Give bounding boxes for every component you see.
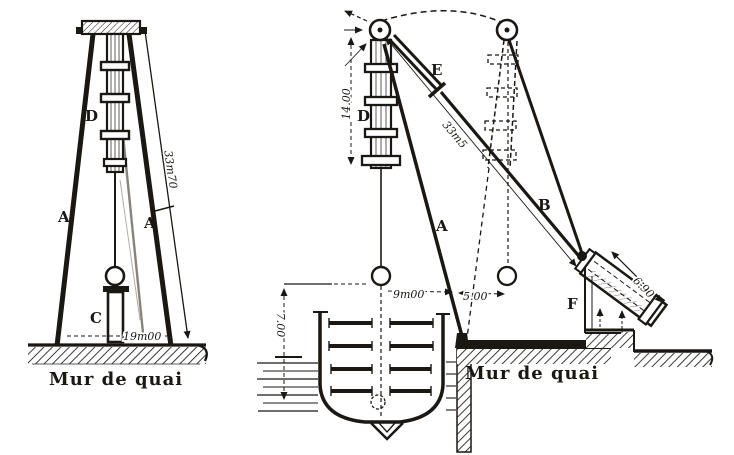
- right-leg: [126, 33, 174, 347]
- tilted-mast-collar: [486, 87, 518, 98]
- mast-collar: [363, 95, 399, 107]
- quay-hatching: [28, 347, 206, 364]
- label-left-leg: A: [57, 208, 70, 226]
- back-guy-line: [119, 179, 141, 321]
- pulley-hub: [377, 27, 383, 33]
- tilted-mast-axis: [466, 167, 490, 339]
- step-lower-hatch: [634, 353, 712, 367]
- tilted-hoist-ball: [496, 265, 518, 287]
- label-right-leg: A: [143, 214, 156, 232]
- water-lines-right: [446, 361, 456, 411]
- label-column: D: [85, 107, 98, 125]
- quay-end-hook: [196, 343, 208, 362]
- swing-arc-dashed: [371, 10, 504, 25]
- ram-body: [106, 290, 125, 344]
- quay-top-edge: [457, 340, 611, 349]
- keel: [370, 422, 404, 441]
- dim-height: 19m00: [123, 330, 161, 343]
- ram-cap: [103, 286, 129, 292]
- figure-left-tripod: A A D C 33m70 19m00 Mur de quai: [28, 19, 208, 390]
- dim-mast-height: 14.00: [340, 88, 353, 120]
- dim-stay-length: 33m5: [440, 119, 470, 151]
- label-front-leg: A: [435, 217, 448, 235]
- stay-cable-b: [439, 90, 585, 263]
- column-collar: [99, 60, 131, 72]
- tilted-mast-collar: [484, 120, 517, 131]
- stay-cable-tilted: [507, 39, 587, 263]
- tilted-pulley-hub: [504, 27, 510, 33]
- dim-row-dash3: [458, 289, 505, 298]
- leg-dimension-tick: [154, 205, 175, 212]
- caption-right-quay: Mur de quai: [465, 363, 599, 384]
- boat-hull: [318, 312, 445, 424]
- column-collar: [102, 157, 128, 168]
- leg-dimension-line: [144, 30, 191, 339]
- label-jib: E: [431, 61, 442, 79]
- submerged-ball-dashed: [370, 394, 386, 410]
- dim-horizontal-reach: 9m00: [393, 288, 424, 301]
- label-mast: D: [357, 107, 370, 125]
- figure-right-crane: 14.00 D E 33m5 A B 9m00 5.00 7.00 6.90 F…: [257, 10, 714, 453]
- hoist-ball: [104, 265, 126, 287]
- cap-block: [80, 19, 142, 36]
- dim-row-dash2: [387, 288, 453, 296]
- tilted-mast-edge: [509, 40, 518, 169]
- label-ram: C: [90, 309, 102, 327]
- cap-ear-left: [76, 27, 83, 34]
- hoist-ball: [370, 265, 392, 287]
- left-leg: [54, 33, 96, 347]
- caption-left-quay: Mur de quai: [49, 369, 183, 390]
- stay-dim-line: [385, 37, 577, 267]
- water-lines-left: [257, 356, 318, 412]
- cap-ear-right: [139, 27, 147, 34]
- step-upper-hatch: [586, 332, 634, 348]
- arc-stub-dashed: [344, 10, 368, 22]
- mast-collar: [363, 127, 399, 139]
- beam-end-ticks: [328, 318, 434, 396]
- deck-beams: [329, 321, 433, 393]
- dim-setback: 5.00: [463, 290, 488, 303]
- winch-dim-line: [611, 251, 663, 303]
- dim-leg-length: 33m70: [161, 150, 179, 190]
- label-winch: F: [567, 295, 578, 313]
- pulley-leader-arrow: [344, 43, 367, 67]
- winch-machine: [573, 247, 669, 328]
- dim-water-depth: 7.00: [274, 313, 287, 338]
- label-stay-cable: B: [538, 196, 551, 214]
- keel-notch: [378, 422, 396, 434]
- quay-hatching: [457, 349, 611, 364]
- column-collar: [99, 92, 131, 104]
- step-end-hook: [705, 350, 714, 366]
- mast-base-collar: [360, 154, 402, 167]
- column-collar: [99, 129, 131, 141]
